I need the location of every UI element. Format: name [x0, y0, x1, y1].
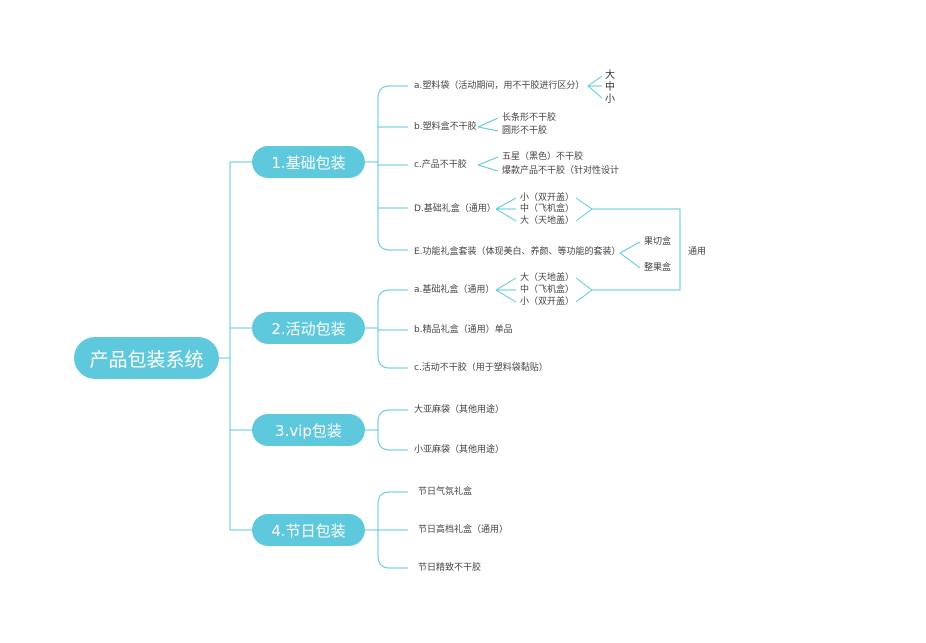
sub-event-medium-box: 中（飞机盒）	[520, 285, 575, 295]
sub-medium-box: 中（飞机盒）	[520, 204, 575, 214]
sub-hot-product-sticker: 爆款产品不干胶（针对性设计	[502, 166, 620, 176]
item-product-sticker: c.产品不干胶	[414, 160, 467, 170]
brace-c1	[477, 156, 499, 172]
shared-connector	[592, 208, 681, 291]
root-trunk	[219, 161, 252, 531]
item-festive-gift-box: 节日气氛礼盒	[418, 487, 473, 497]
item-plastic-bag: a.塑料袋（活动期间，用不干胶进行区分）	[414, 81, 585, 91]
sub-large: 大	[605, 70, 615, 81]
cat2-branches	[365, 289, 408, 369]
brace-a2-right	[575, 277, 593, 303]
item-premium-gift-box: b.精品礼盒（通用）单品	[414, 325, 513, 335]
cat4-branches	[365, 491, 408, 569]
sub-small-box: 小（双开盖）	[520, 193, 575, 203]
brace-a1	[587, 75, 603, 99]
brace-d1-right	[575, 197, 593, 222]
item-event-sticker: c.活动不干胶（用于塑料袋黏贴）	[414, 363, 548, 373]
brace-a2	[495, 277, 517, 303]
sub-event-small-box: 小（双开盖）	[520, 297, 575, 307]
category-festival[interactable]: 4.节日包装	[252, 514, 365, 546]
sub-medium: 中	[605, 82, 615, 93]
item-festive-sticker: 节日精致不干胶	[418, 563, 482, 573]
brace-d1	[495, 197, 517, 222]
item-function-gift-set: E.功能礼盒套装（体现美白、养颜、等功能的套装）	[414, 247, 621, 257]
root-node[interactable]: 产品包装系统	[74, 337, 219, 379]
item-plastic-box-sticker: b.塑料盒不干胶	[414, 122, 477, 132]
sub-event-large-box: 大（天地盖）	[520, 273, 575, 283]
item-event-gift-box: a.基础礼盒（通用）	[414, 285, 495, 295]
item-basic-gift-box: D.基础礼盒（通用）	[414, 204, 496, 214]
cat3-branches	[365, 409, 408, 451]
shared-note: 通用	[688, 247, 707, 257]
cat1-branches	[365, 85, 408, 251]
brace-e1	[619, 241, 641, 269]
item-luxury-gift-box: 节日高档礼盒（通用）	[418, 525, 509, 535]
sub-whole-fruit-box: 整果盒	[644, 263, 672, 273]
category-event[interactable]: 2.活动包装	[252, 312, 365, 344]
sub-strip-sticker: 长条形不干胶	[502, 113, 557, 123]
sub-large-box: 大（天地盖）	[520, 216, 575, 226]
brace-b1	[477, 117, 499, 132]
sub-round-sticker: 圆形不干胶	[502, 126, 548, 136]
item-small-linen-bag: 小亚麻袋（其他用途）	[414, 445, 505, 455]
sub-small: 小	[605, 94, 615, 105]
category-basic[interactable]: 1.基础包装	[252, 146, 365, 178]
sub-fruit-cut-box: 果切盒	[644, 237, 672, 247]
sub-five-star-sticker: 五星（黑色）不干胶	[502, 152, 584, 162]
item-large-linen-bag: 大亚麻袋（其他用途）	[414, 405, 505, 415]
category-vip[interactable]: 3.vip包装	[252, 414, 365, 446]
